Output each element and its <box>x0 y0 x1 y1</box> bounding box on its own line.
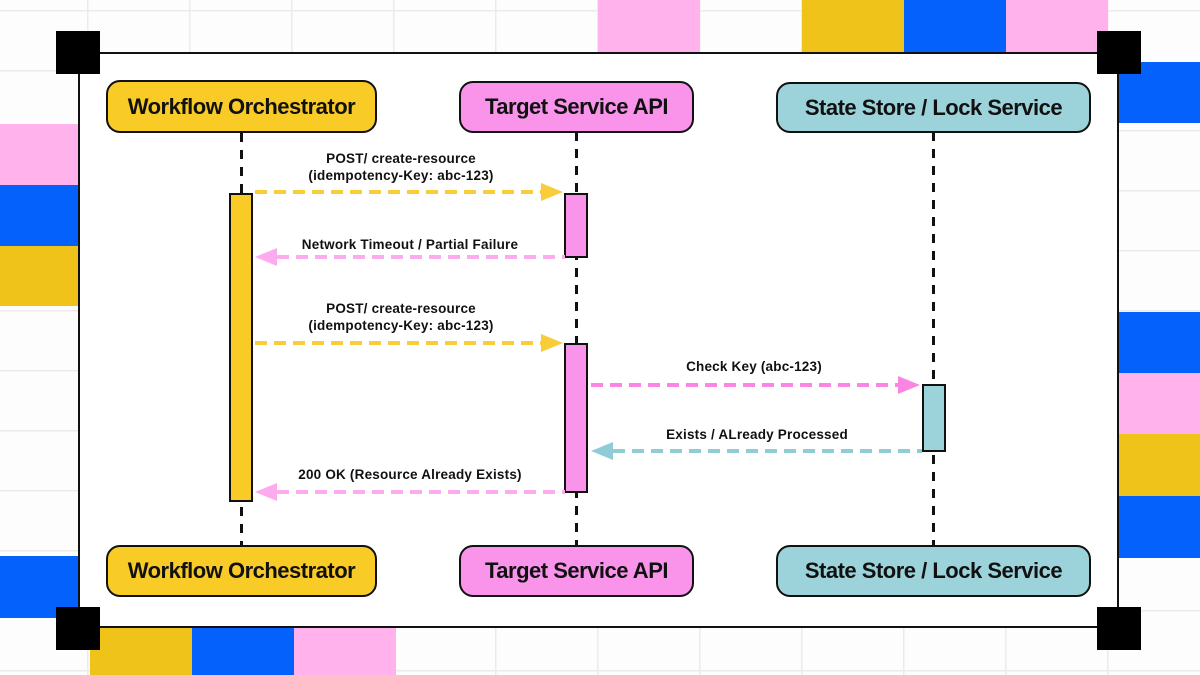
message-2-line[interactable] <box>277 255 565 259</box>
decor-square <box>0 185 80 246</box>
decor-square <box>1108 496 1200 558</box>
actor-target-service-api-bottom[interactable]: Target Service API <box>459 545 694 597</box>
message-4-label: Check Key (abc-123) <box>686 359 822 374</box>
decor-square <box>1108 312 1200 373</box>
decor-square <box>0 124 80 185</box>
message-5-label: Exists / ALready Processed <box>666 427 848 442</box>
message-6-label: 200 OK (Resource Already Exists) <box>298 467 522 482</box>
decor-square <box>0 246 80 306</box>
actor-state-store-top[interactable]: State Store / Lock Service <box>776 82 1091 133</box>
message-5-line[interactable] <box>613 449 922 453</box>
actor-label: Workflow Orchestrator <box>127 558 356 583</box>
message-3-label: POST/ create-resource (idempotency-Key: … <box>308 301 494 333</box>
arrowhead-left-icon <box>255 483 277 501</box>
actor-workflow-orchestrator-top[interactable]: Workflow Orchestrator <box>106 80 377 133</box>
actor-workflow-orchestrator-bottom[interactable]: Workflow Orchestrator <box>106 545 377 597</box>
actor-label: Target Service API <box>485 94 668 119</box>
selection-handle-bottom-right[interactable] <box>1097 607 1141 650</box>
decor-square <box>904 0 1006 52</box>
lifeline-target-service-api <box>575 132 578 545</box>
arrowhead-right-icon <box>541 183 563 201</box>
activation-target-service-api-1[interactable] <box>564 193 588 258</box>
activation-target-service-api-2[interactable] <box>564 343 588 493</box>
message-1-line[interactable] <box>255 190 541 194</box>
actor-target-service-api-top[interactable]: Target Service API <box>459 81 694 133</box>
decor-square <box>598 0 700 52</box>
arrowhead-right-icon <box>541 334 563 352</box>
selection-handle-top-right[interactable] <box>1097 31 1141 74</box>
message-6-line[interactable] <box>277 490 565 494</box>
actor-label: State Store / Lock Service <box>804 94 1063 120</box>
message-4-line[interactable] <box>591 383 898 387</box>
arrowhead-left-icon <box>255 248 277 266</box>
actor-label: State Store / Lock Service <box>804 558 1063 583</box>
actor-state-store-bottom[interactable]: State Store / Lock Service <box>776 545 1091 597</box>
actor-label: Target Service API <box>485 558 668 583</box>
activation-state-store[interactable] <box>922 384 946 452</box>
activation-workflow-orchestrator[interactable] <box>229 193 253 502</box>
decor-square <box>802 0 904 52</box>
message-1-label: POST/ create-resource (idempotency-Key: … <box>308 151 494 183</box>
arrowhead-left-icon <box>591 442 613 460</box>
decor-square <box>294 628 396 675</box>
message-2-label: Network Timeout / Partial Failure <box>301 237 519 252</box>
actor-label: Workflow Orchestrator <box>127 93 356 119</box>
decor-square <box>90 628 192 675</box>
selection-handle-bottom-left[interactable] <box>56 607 100 650</box>
decor-square <box>1108 434 1200 496</box>
decor-square <box>1108 373 1200 434</box>
selection-handle-top-left[interactable] <box>56 31 100 74</box>
lifeline-state-store-lock-service <box>932 132 935 545</box>
decor-square <box>192 628 294 675</box>
arrowhead-right-icon <box>898 376 920 394</box>
decor-square <box>1006 0 1108 52</box>
message-3-line[interactable] <box>255 341 541 345</box>
